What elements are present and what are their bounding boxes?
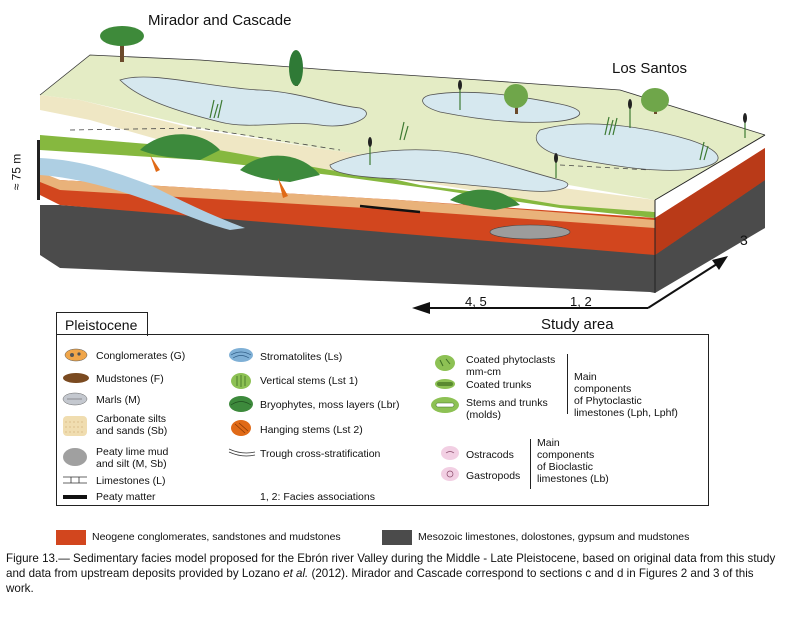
phyto-group-bracket bbox=[567, 354, 568, 414]
cross-strat-swatch bbox=[228, 448, 256, 457]
stromatolite-swatch bbox=[229, 348, 253, 362]
mudstone-swatch bbox=[63, 373, 89, 383]
carbonate-silt-swatch bbox=[63, 416, 87, 436]
legend-conglomerates: Conglomerates (G) bbox=[96, 350, 186, 362]
peaty-lens bbox=[489, 224, 571, 240]
label-mirador-cascade: Mirador and Cascade bbox=[148, 12, 292, 29]
mesozoic-swatch bbox=[382, 530, 412, 545]
vertical-stems-swatch bbox=[231, 373, 251, 389]
label-facies-45: 4, 5 bbox=[465, 294, 487, 309]
marl-swatch bbox=[62, 392, 88, 406]
peaty-matter-swatch bbox=[63, 495, 87, 499]
label-arrow-3: 3 bbox=[740, 232, 748, 248]
legend-mudstones: Mudstones (F) bbox=[96, 373, 164, 385]
coated-trunk-swatch bbox=[435, 379, 455, 389]
legend-marls: Marls (M) bbox=[96, 394, 141, 406]
pleistocene-legend bbox=[56, 334, 709, 506]
tree-icon-santos-1 bbox=[504, 84, 528, 114]
bio-group-bracket bbox=[530, 439, 531, 489]
facies-block-diagram bbox=[37, 26, 766, 293]
legend-vertical-stems: Vertical stems (Lst 1) bbox=[260, 375, 359, 387]
peaty-lime-swatch bbox=[63, 448, 87, 466]
carbonate-silt-band bbox=[40, 172, 655, 228]
phytoclast-swatch bbox=[435, 355, 455, 371]
moss-mound-1 bbox=[140, 134, 220, 160]
label-los-santos: Los Santos bbox=[612, 60, 688, 77]
legend-peaty-matter: Peaty matter bbox=[96, 491, 156, 503]
legend-cross-stratification: Trough cross-stratification bbox=[260, 448, 381, 460]
legend-hanging-stems: Hanging stems (Lst 2) bbox=[260, 424, 363, 436]
gastropod-swatch bbox=[441, 467, 459, 481]
arrow-left-icon bbox=[412, 302, 430, 314]
lake-upper-left bbox=[119, 76, 367, 127]
neogene-swatch bbox=[56, 530, 86, 545]
tree-icon-santos-2 bbox=[641, 88, 669, 114]
label-study-area: Study area bbox=[541, 316, 614, 333]
stream-band bbox=[40, 158, 245, 230]
scale-label: ≈ 75 m bbox=[9, 153, 24, 191]
label-facies-12: 1, 2 bbox=[570, 294, 592, 309]
lake-center bbox=[329, 149, 569, 192]
stem-mold-swatch bbox=[431, 397, 459, 413]
tree-icon-cypress bbox=[289, 50, 303, 86]
legend-stems-trunks: Stems and trunks(molds) bbox=[466, 397, 548, 421]
figure-caption: Figure 13.— Sedimentary facies model pro… bbox=[6, 552, 776, 595]
legend-limestones: Limestones (L) bbox=[96, 475, 166, 487]
conglomerate-swatch bbox=[64, 348, 88, 362]
legend-stromatolites: Stromatolites (Ls) bbox=[260, 351, 343, 363]
limestone-swatch bbox=[63, 476, 87, 484]
bryophyte-swatch bbox=[229, 396, 253, 412]
legend-ostracods: Ostracods bbox=[466, 449, 514, 461]
legend-facies-associations: 1, 2: Facies associations bbox=[260, 491, 375, 503]
hanging-stems-swatch bbox=[231, 420, 251, 436]
flow-arrows bbox=[412, 256, 728, 314]
legend-bryophytes: Bryophytes, moss layers (Lbr) bbox=[260, 399, 400, 411]
reed-icons bbox=[209, 80, 747, 178]
legend-neogene: Neogene conglomerates, sandstones and mu… bbox=[92, 531, 341, 543]
legend-coated-trunks: Coated trunks bbox=[466, 379, 532, 391]
ostracod-swatch bbox=[441, 446, 459, 460]
legend-mesozoic: Mesozoic limestones, dolostones, gypsum … bbox=[418, 531, 690, 543]
lake-right bbox=[535, 123, 719, 171]
legend-title: Pleistocene bbox=[56, 312, 148, 336]
mesozoic-base bbox=[40, 175, 765, 293]
moss-mound-3 bbox=[450, 189, 520, 210]
moss-mound-2 bbox=[240, 155, 320, 182]
arrow-up-right-icon bbox=[712, 256, 728, 270]
tree-icon-mirador bbox=[100, 26, 144, 62]
legend-gastropods: Gastropods bbox=[466, 470, 521, 482]
